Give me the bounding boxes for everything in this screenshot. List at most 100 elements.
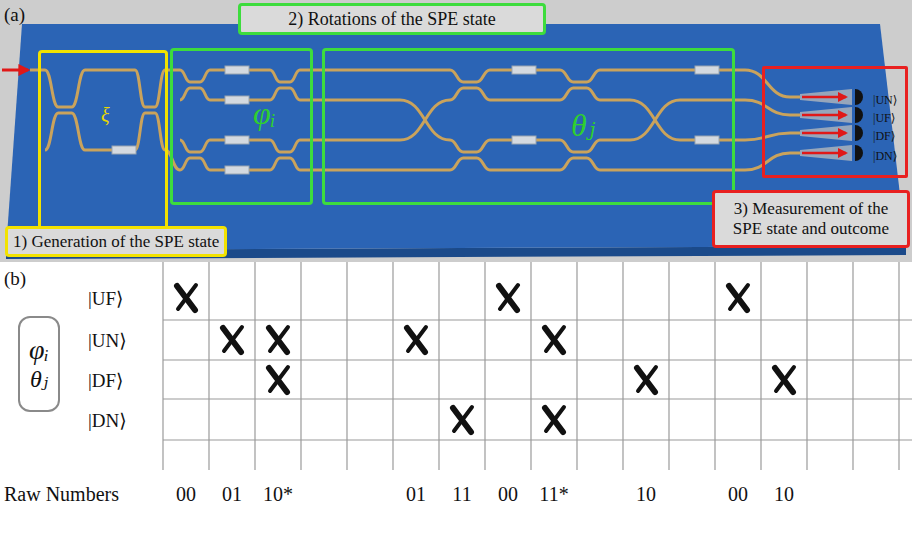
- node-text: |UF⟩: [873, 112, 895, 124]
- grid-line: [898, 262, 899, 470]
- grid-line: [208, 262, 209, 470]
- waveguide: [600, 139, 630, 142]
- x-mark: [454, 407, 472, 431]
- x-mark: [178, 285, 196, 309]
- waveguide: [630, 69, 680, 72]
- table-header: |UF⟩: [88, 289, 124, 308]
- node-text: ξ: [101, 105, 110, 125]
- table-cell: 01: [222, 484, 242, 504]
- heater: [225, 136, 249, 144]
- waveguide: [745, 70, 800, 97]
- waveguide: [600, 69, 630, 72]
- grid-line: [163, 398, 912, 399]
- table-cell: 00: [176, 484, 196, 504]
- waveguide: [300, 99, 400, 102]
- x-mark: [637, 368, 655, 392]
- x-mark: [269, 328, 287, 352]
- waveguide: [560, 88, 600, 100]
- x-mark: [270, 367, 288, 391]
- x-mark: [499, 286, 517, 310]
- detector-cone: [800, 145, 852, 161]
- waveguide: [490, 99, 560, 102]
- waveguide: [300, 69, 400, 72]
- grid-line: [346, 262, 347, 470]
- heater: [112, 146, 136, 154]
- x-mark: [177, 286, 195, 310]
- node-text: 1) Generation of the SPE state: [13, 232, 219, 252]
- waveguide: [490, 169, 560, 172]
- detector-arrow: [802, 132, 846, 135]
- waveguide: [270, 70, 300, 82]
- waveguide: [560, 158, 600, 170]
- waveguide: [630, 169, 680, 172]
- waveguides: [30, 70, 800, 170]
- heater: [225, 66, 249, 74]
- waveguide: [630, 100, 680, 140]
- waveguide: [270, 140, 300, 152]
- x-mark: [776, 367, 794, 391]
- heaters: [112, 66, 719, 174]
- table-cell: 11: [452, 484, 471, 504]
- waveguide: [400, 100, 450, 140]
- x-mark: [453, 408, 471, 432]
- waveguide: [270, 158, 300, 170]
- waveguide: [400, 69, 450, 72]
- grid-line: [760, 262, 761, 470]
- grid-line: [163, 319, 912, 320]
- input-arrow: [2, 69, 28, 72]
- grid-line: [163, 439, 912, 440]
- waveguide: [450, 70, 490, 82]
- x-mark: [269, 368, 287, 392]
- table-header: Raw Numbers: [4, 484, 119, 504]
- node-text: |DN⟩: [873, 150, 897, 162]
- node-text: 2) Rotations of the SPE state: [288, 9, 495, 30]
- grid-line: [162, 262, 163, 470]
- table-cell: 01: [406, 484, 426, 504]
- heater: [695, 136, 719, 144]
- waveguide: [680, 169, 745, 172]
- node-text: φᵢ: [29, 334, 49, 366]
- table-header: |DF⟩: [88, 371, 124, 390]
- grid-line: [622, 262, 623, 470]
- grid-line: [806, 262, 807, 470]
- waveguide: [180, 70, 210, 82]
- x-mark: [223, 328, 241, 352]
- waveguide: [45, 113, 85, 150]
- waveguide: [560, 70, 600, 82]
- waveguide: [300, 169, 400, 172]
- waveguide: [300, 139, 400, 142]
- waveguide: [745, 153, 800, 170]
- table-grid: [163, 262, 912, 470]
- detector: [855, 125, 863, 141]
- waveguide: [600, 99, 630, 102]
- grid-line: [530, 262, 531, 470]
- waveguide: [630, 100, 680, 140]
- x-mark: [638, 367, 656, 391]
- x-marks: [177, 285, 794, 432]
- label-box: 2) Rotations of the SPE state: [238, 3, 546, 35]
- panel-ground: [0, 0, 912, 262]
- detector: [855, 145, 863, 161]
- table-cell: 10: [636, 484, 656, 504]
- heater: [225, 166, 249, 174]
- node-text: |DF⟩: [873, 130, 895, 142]
- x-mark: [729, 286, 747, 310]
- table-header: |DN⟩: [88, 411, 127, 430]
- heater: [512, 136, 536, 144]
- waveguide: [600, 169, 630, 172]
- x-mark: [224, 327, 242, 351]
- grid-line: [576, 262, 577, 470]
- node-text: |UN⟩: [873, 94, 897, 106]
- node-text: φᵢ: [253, 97, 276, 129]
- x-mark: [545, 408, 563, 432]
- detector: [855, 107, 863, 123]
- chip-slab: [6, 24, 906, 250]
- waveguide: [680, 99, 745, 102]
- waveguide: [450, 158, 490, 170]
- detector-cone: [800, 125, 852, 141]
- waveguide: [180, 140, 210, 152]
- waveguide: [745, 133, 800, 140]
- heater: [512, 66, 536, 74]
- x-mark: [500, 285, 518, 309]
- grid-line: [438, 262, 439, 470]
